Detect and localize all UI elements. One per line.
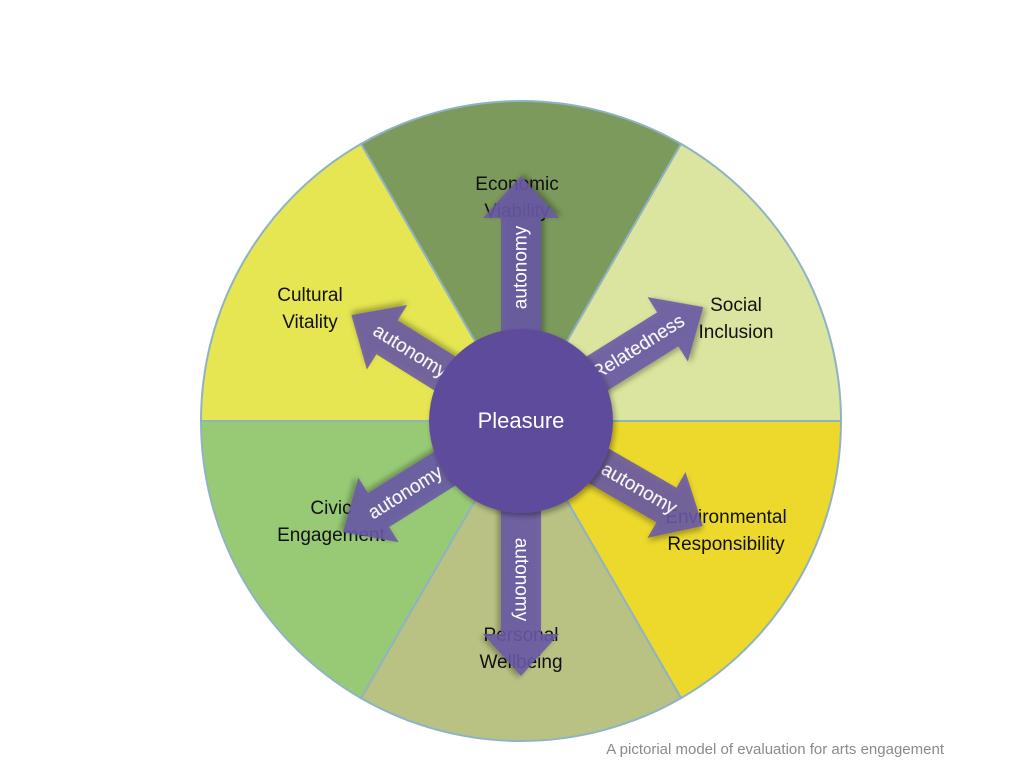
arrow-label-to-personal: autonomy <box>511 538 532 622</box>
hub-layer: Pleasure <box>429 329 613 513</box>
center-hub <box>429 329 613 513</box>
diagram-caption: A pictorial model of evaluation for arts… <box>606 741 944 758</box>
arrow-label-to-economic: autonomy <box>511 225 532 309</box>
center-label: Pleasure <box>478 408 565 433</box>
